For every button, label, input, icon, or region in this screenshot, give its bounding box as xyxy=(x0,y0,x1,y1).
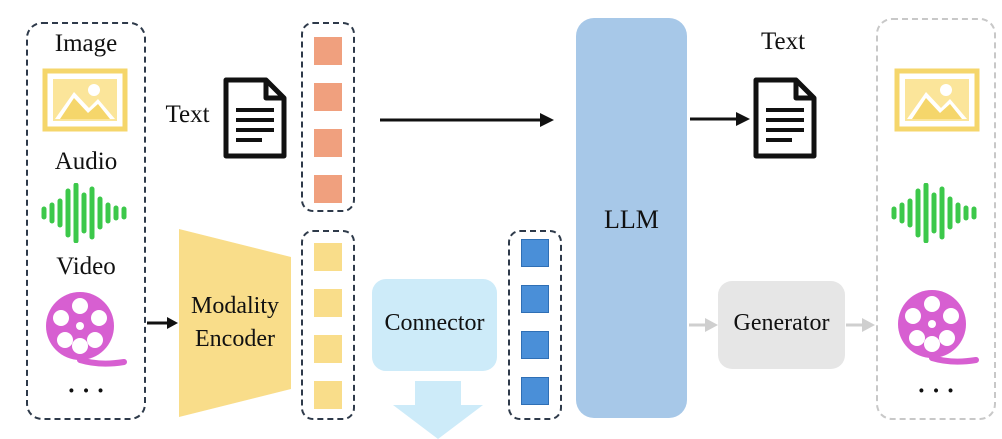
arrow-llm-to-generator xyxy=(689,318,718,332)
connector-token xyxy=(521,285,549,313)
text-output-label: Text xyxy=(760,28,806,55)
llm-label: LLM xyxy=(604,205,659,234)
arrow-input-to-encoder xyxy=(147,317,178,329)
output-more-ellipsis: · · · xyxy=(917,378,955,405)
audio-wave-icon-output xyxy=(891,183,977,243)
encoder-label-line2: Encoder xyxy=(195,326,275,352)
down-arrow-icon xyxy=(393,381,483,439)
encoder-label-line1: Modality xyxy=(191,293,279,319)
audio-wave-icon xyxy=(41,183,127,243)
connector-token xyxy=(521,331,549,359)
image-icon-output xyxy=(894,68,980,132)
arrow-text-to-llm xyxy=(380,113,554,127)
connector-token xyxy=(521,239,549,267)
arrow-generator-to-output xyxy=(846,318,875,332)
input-modalities-box xyxy=(26,22,146,420)
connector-token-column xyxy=(508,230,562,420)
audio-label: Audio xyxy=(54,148,118,175)
text-token-column xyxy=(301,22,355,212)
video-reel-icon xyxy=(46,292,127,367)
llm-block xyxy=(576,18,687,418)
output-modalities-box xyxy=(876,18,996,420)
image-icon xyxy=(42,68,128,132)
video-label: Video xyxy=(56,253,116,280)
encoder-token xyxy=(314,335,342,363)
video-reel-icon-output xyxy=(898,290,979,365)
generator-label: Generator xyxy=(733,310,830,336)
connector-block xyxy=(372,279,497,371)
text-token xyxy=(314,129,342,157)
text-token xyxy=(314,83,342,111)
document-icon-input xyxy=(223,77,287,159)
encoder-token-column xyxy=(301,230,355,420)
text-token xyxy=(314,37,342,65)
image-label: Image xyxy=(54,30,118,57)
connector-label: Connector xyxy=(384,310,485,336)
encoder-token xyxy=(314,289,342,317)
encoder-token xyxy=(314,243,342,271)
modality-encoder-trapezoid xyxy=(179,229,291,417)
input-more-ellipsis: · · · xyxy=(67,378,105,405)
encoder-token xyxy=(314,381,342,409)
document-icon-output xyxy=(753,77,817,159)
text-input-label: Text xyxy=(165,101,210,128)
text-token xyxy=(314,175,342,203)
arrow-llm-to-text xyxy=(690,112,750,126)
generator-block xyxy=(718,281,845,369)
connector-token xyxy=(521,377,549,405)
